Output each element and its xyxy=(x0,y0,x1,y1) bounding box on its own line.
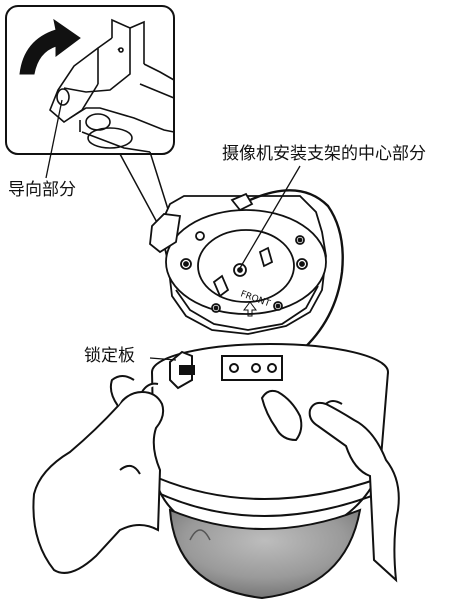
detail-inset xyxy=(5,5,175,229)
front-arrow-icon xyxy=(243,301,257,317)
camera-mount-bracket xyxy=(149,192,327,335)
curved-arrow-icon xyxy=(19,18,81,75)
guide-label: 导向部分 xyxy=(8,180,76,200)
camera-body xyxy=(151,343,389,600)
lock-plate-label: 锁定板 xyxy=(84,346,135,366)
mount-center-label: 摄像机安装支架的中心部分 xyxy=(222,144,426,164)
left-hand xyxy=(32,375,165,574)
right-hand xyxy=(260,389,400,583)
